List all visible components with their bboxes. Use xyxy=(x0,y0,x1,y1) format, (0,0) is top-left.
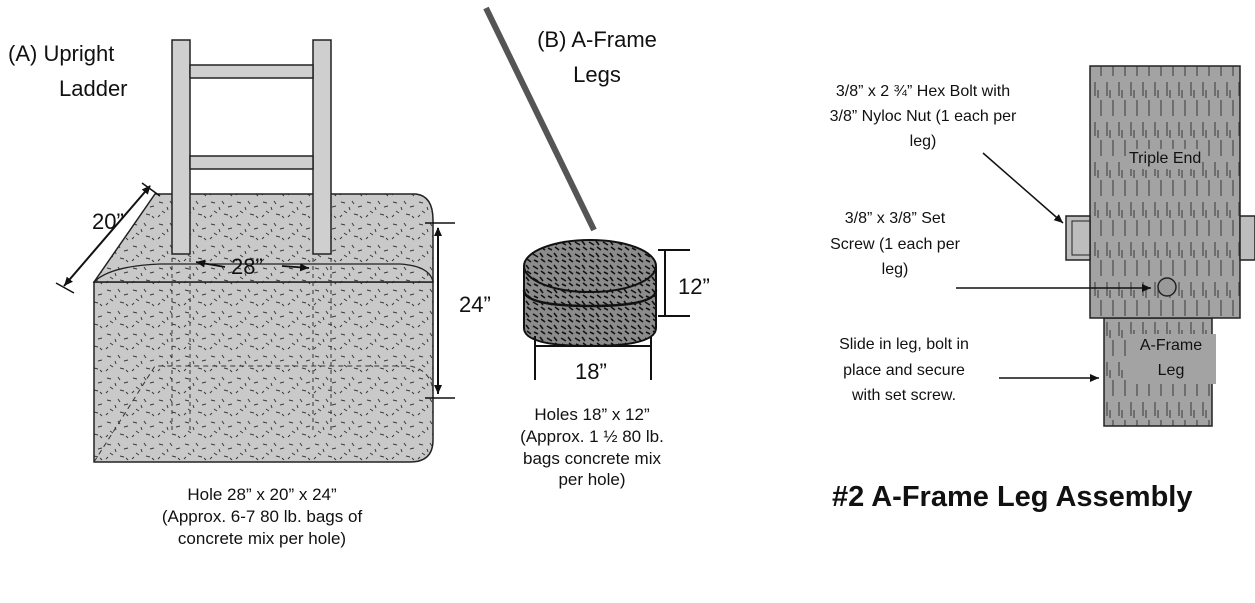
hex-bolt-callout-line3: leg) xyxy=(909,132,937,150)
hex-bolt-head xyxy=(1065,215,1091,261)
ladder-label-line2: Ladder xyxy=(59,76,128,102)
set-screw-callout: 3/8” x 3/8” Set Screw (1 each per leg) xyxy=(790,206,1000,283)
height-dimension: 12” xyxy=(678,274,710,299)
aframe-leg-label-line1: A-Frame xyxy=(1139,337,1203,354)
ladder-label: (A) Upright Ladder xyxy=(8,36,128,106)
aframe-label: (B) A-Frame Legs xyxy=(522,22,672,92)
length-dimension-line-right xyxy=(281,263,310,272)
depth-dimension: 24” xyxy=(459,292,491,317)
slide-in-callout-line1: Slide in leg, bolt in xyxy=(839,336,969,353)
aframe-caption-line3: bags concrete mix xyxy=(523,448,661,468)
ladder-rung xyxy=(189,155,314,170)
ladder-rail-right xyxy=(312,39,332,255)
aframe-label-line1: (B) A-Frame xyxy=(537,27,657,52)
aframe-caption-line1: Holes 18” x 12” xyxy=(534,405,650,424)
ladder-caption-line1: Hole 28” x 20” x 24” xyxy=(187,485,337,504)
bolt-pointer xyxy=(982,152,1064,224)
aframe-leg-pole xyxy=(483,6,597,232)
hex-bolt-callout-line1: 3/8” x 2 ¾” Hex Bolt with xyxy=(835,83,1011,100)
slide-in-callout: Slide in leg, bolt in place and secure w… xyxy=(808,332,1000,409)
aframe-caption-line2: (Approx. 1 ½ 80 lb. xyxy=(520,426,664,446)
concrete-block-top xyxy=(92,193,434,283)
width-dimension: 20” xyxy=(92,209,124,234)
aframe-leg-label: A-Frame Leg xyxy=(1126,334,1216,384)
length-dimension: 28” xyxy=(231,254,263,279)
aframe-label-line2: Legs xyxy=(573,62,621,88)
aframe-leg-label-line2: Leg xyxy=(1157,361,1185,379)
concrete-block-upright xyxy=(93,281,434,463)
width-dimension-line xyxy=(63,185,151,287)
aframe-footing-drawing xyxy=(483,6,690,380)
hex-bolt-callout: 3/8” x 2 ¾” Hex Bolt with 3/8” Nyloc Nut… xyxy=(788,80,1058,154)
diameter-dimension: 18” xyxy=(575,359,607,384)
ladder-caption-line3: concrete mix per hole) xyxy=(177,528,347,548)
length-dimension-line-left xyxy=(195,259,226,268)
nyloc-nut xyxy=(1239,215,1255,261)
set-screw-callout-line3: leg) xyxy=(881,261,909,279)
aframe-caption-line4: per hole) xyxy=(558,470,626,490)
slide-in-callout-line3: with set screw. xyxy=(851,387,957,405)
set-screw-hole xyxy=(1157,277,1177,297)
triple-end-label: Triple End xyxy=(1129,149,1202,170)
set-screw-callout-line1: 3/8” x 3/8” Set xyxy=(844,210,946,227)
assembly-detail-drawing xyxy=(956,65,1255,427)
assembly-title: #2 A-Frame Leg Assembly xyxy=(832,481,1193,513)
ladder-caption-line2: (Approx. 6-7 80 lb. bags of xyxy=(161,506,363,526)
triple-end-tube xyxy=(1089,65,1241,319)
ladder-rail-left xyxy=(171,39,191,255)
ladder-footing-drawing xyxy=(55,39,455,463)
aframe-caption: Holes 18” x 12” (Approx. 1 ½ 80 lb. bags… xyxy=(492,404,692,491)
ladder-label-line1: (A) Upright xyxy=(8,41,115,66)
slide-in-callout-line2: place and secure xyxy=(843,361,965,379)
ladder-caption: Hole 28” x 20” x 24” (Approx. 6-7 80 lb.… xyxy=(138,484,386,549)
ladder-rung xyxy=(189,64,314,79)
hex-bolt-callout-line2: 3/8” Nyloc Nut (1 each per xyxy=(829,107,1017,125)
set-screw-callout-line2: Screw (1 each per xyxy=(830,235,960,253)
